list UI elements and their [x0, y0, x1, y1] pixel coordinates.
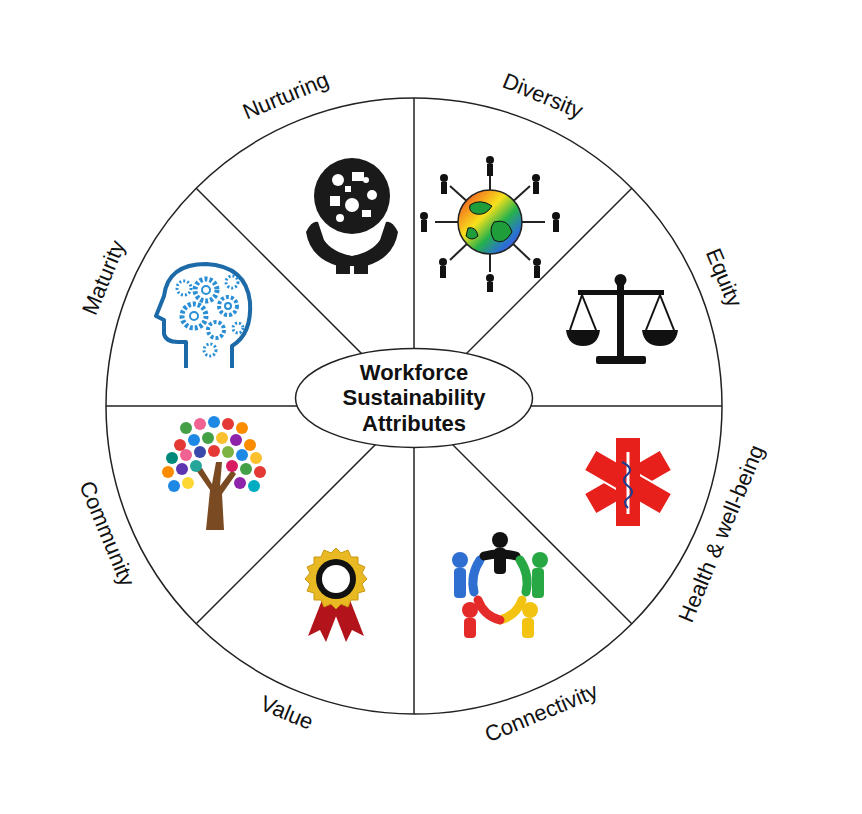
attribute-label: Connectivity — [479, 678, 604, 750]
sector-dividers — [106, 98, 722, 714]
sector-label-box: Value — [254, 690, 319, 739]
diversity-icon — [420, 156, 560, 292]
attribute-label: Nurturing — [237, 66, 334, 127]
sector-label-box: Nurturing — [237, 66, 335, 128]
attribute-label: Equity — [699, 243, 748, 313]
attribute-label: Community — [72, 475, 140, 592]
sector-label-box: Equity — [697, 243, 748, 314]
nurturing-icon — [306, 158, 398, 274]
center-ellipse: Workforce Sustainability Attributes — [294, 347, 534, 449]
sector-label-box: Community — [70, 475, 140, 592]
sector-label-box: Maturity — [77, 235, 135, 322]
connectivity-icon — [452, 532, 548, 638]
attribute-label: Diversity — [496, 67, 588, 125]
sector-label-box: Health & well-being — [672, 439, 772, 629]
health-icon — [584, 438, 672, 526]
center-title: Workforce Sustainability Attributes — [329, 360, 499, 436]
ellipse-shape — [296, 349, 533, 448]
sector-label-box: Diversity — [496, 67, 588, 127]
maturity-icon — [156, 264, 250, 368]
sector-label-box: Connectivity — [479, 678, 604, 752]
community-icon — [162, 416, 266, 530]
equity-icon — [566, 274, 678, 364]
attribute-label: Health & well-being — [672, 439, 770, 628]
wheel-outline — [106, 98, 722, 714]
attribute-label: Maturity — [77, 235, 133, 321]
value-icon — [305, 548, 367, 642]
attribute-label: Value — [254, 690, 318, 737]
